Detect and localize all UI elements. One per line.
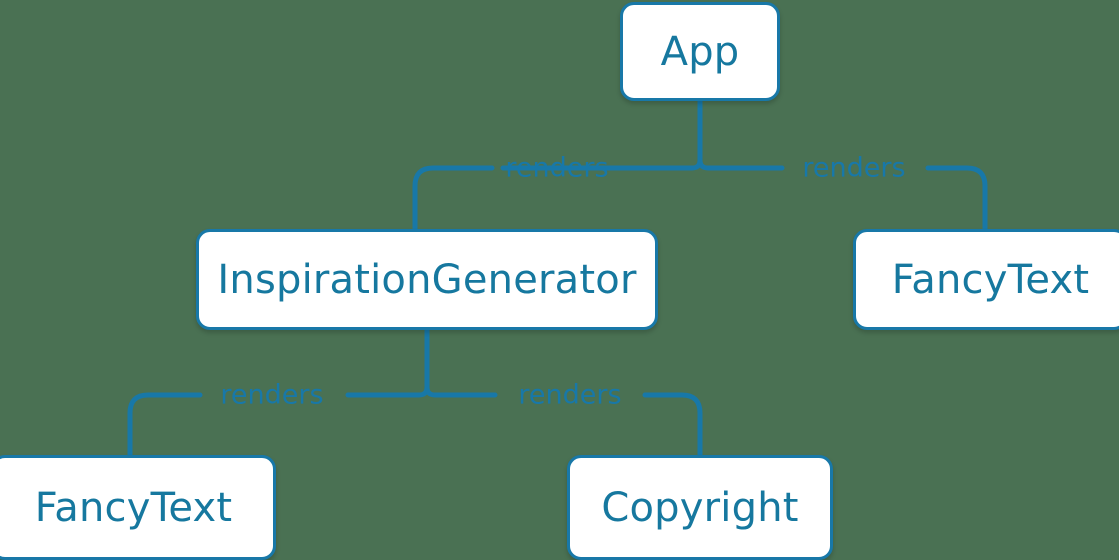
node-fancytext-right[interactable]: FancyText <box>853 229 1119 330</box>
node-fancytext-bottom-left[interactable]: FancyText <box>0 455 276 560</box>
node-app-label: App <box>660 28 740 75</box>
edge-label-app-to-inspirationgenerator: renders <box>505 152 609 184</box>
node-fancytext-right-label: FancyText <box>891 256 1090 303</box>
node-app[interactable]: App <box>620 2 780 101</box>
edge-label-app-to-fancytext: renders <box>802 152 906 184</box>
node-inspirationgenerator-label: InspirationGenerator <box>217 256 637 303</box>
edge-label-inspirationgenerator-to-copyright: renders <box>518 379 622 411</box>
node-copyright-label: Copyright <box>601 484 799 531</box>
node-copyright[interactable]: Copyright <box>567 455 833 560</box>
node-fancytext-bottom-left-label: FancyText <box>34 484 233 531</box>
edge-app-to-fancytext <box>697 157 988 232</box>
node-inspirationgenerator[interactable]: InspirationGenerator <box>196 229 658 330</box>
edge-inspirationgenerator-to-copyright <box>424 384 703 458</box>
edge-label-inspirationgenerator-to-fancytext: renders <box>220 379 324 411</box>
